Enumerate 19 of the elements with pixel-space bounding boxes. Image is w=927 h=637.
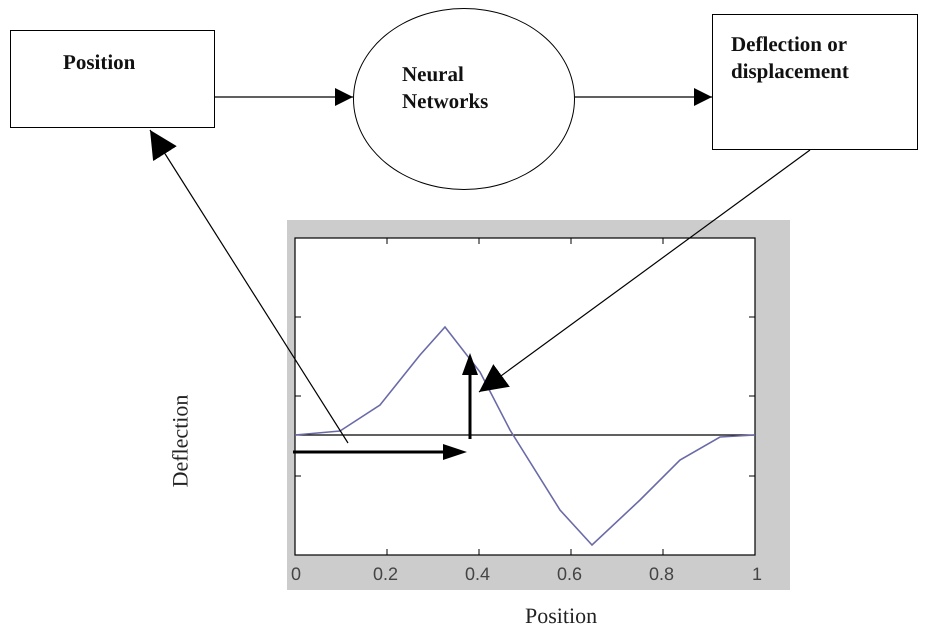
tick-label: 1 [752, 564, 762, 585]
axis-title: Deflection [167, 394, 194, 488]
arrow [478, 150, 810, 392]
arrow [461, 353, 479, 439]
axis-title: Position [525, 603, 598, 629]
arrow [215, 88, 353, 106]
process-box [10, 30, 215, 128]
arrow [575, 88, 712, 106]
tick-label: 0.8 [649, 564, 674, 585]
tick-label: 0.4 [465, 564, 490, 585]
process-box [712, 14, 918, 150]
arrow [150, 130, 348, 444]
arrow [293, 443, 467, 461]
node-label: Deflection or displacement [731, 31, 850, 85]
tick-label: 0.2 [373, 564, 398, 585]
tick-label: 0.6 [557, 564, 582, 585]
node-label: Position [63, 49, 136, 76]
tick-label: 0 [291, 564, 302, 585]
node-label: Neural Networks [402, 61, 490, 115]
